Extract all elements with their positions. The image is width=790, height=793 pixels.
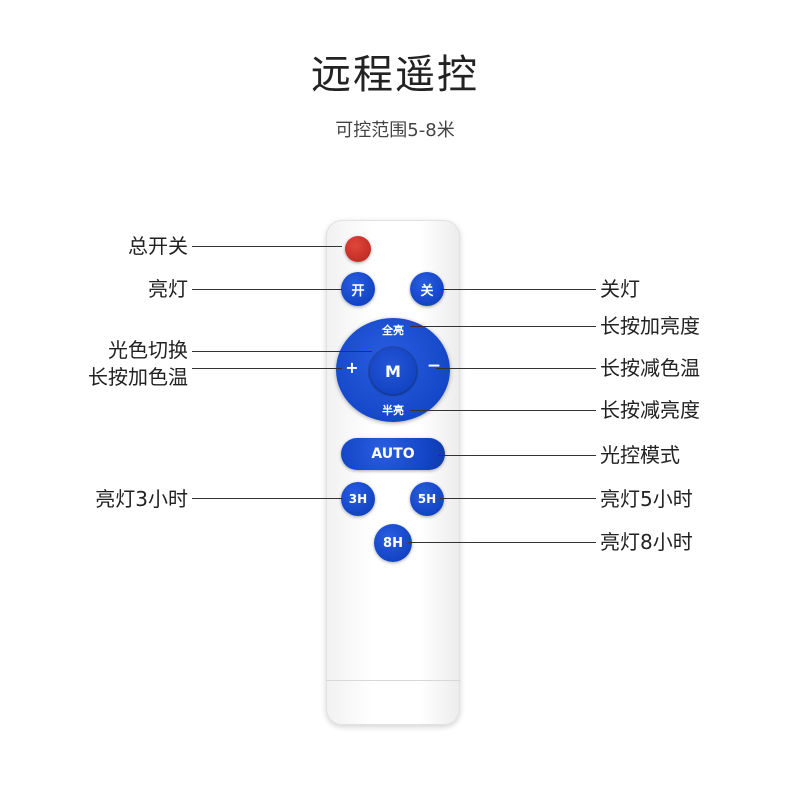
leader-line-warm-down	[436, 368, 596, 369]
leader-line-warm-up	[192, 368, 342, 369]
dial-minus-label[interactable]: −	[426, 356, 442, 376]
callout-warm-down: 长按减色温	[600, 356, 700, 380]
leader-line-bright-up	[410, 326, 596, 327]
remote-battery-cover	[326, 680, 460, 726]
callout-bright-down: 长按减亮度	[600, 398, 700, 422]
callout-8h: 亮灯8小时	[600, 530, 693, 554]
dial-half-bright-label[interactable]: 半亮	[382, 404, 404, 417]
leader-line-8h	[408, 542, 596, 543]
range-subtitle: 可控范围5-8米	[335, 120, 455, 141]
leader-line-color-switch	[192, 351, 372, 352]
callout-warm-up: 长按加色温	[88, 365, 188, 389]
mode-m-button[interactable]: M	[370, 348, 416, 394]
callout-3h: 亮灯3小时	[95, 487, 188, 511]
callout-light-control-mode: 光控模式	[600, 443, 680, 467]
leader-line-light-on	[192, 289, 342, 290]
leader-line-auto	[438, 455, 596, 456]
timer-3h-button[interactable]: 3H	[341, 482, 375, 516]
callout-bright-up: 长按加亮度	[600, 314, 700, 338]
remote-control-body	[326, 220, 460, 725]
dial-full-bright-label[interactable]: 全亮	[382, 324, 404, 337]
leader-line-3h	[192, 498, 342, 499]
callout-light-on: 亮灯	[148, 277, 188, 301]
leader-line-5h	[440, 498, 596, 499]
leader-line-bright-down	[410, 410, 596, 411]
callout-power: 总开关	[128, 234, 188, 258]
power-button[interactable]	[345, 236, 371, 262]
callout-light-off: 关灯	[600, 277, 640, 301]
callout-color-switch: 光色切换	[108, 338, 188, 362]
dial-plus-label[interactable]: +	[345, 358, 359, 377]
auto-button[interactable]: AUTO	[341, 438, 445, 470]
light-off-button[interactable]: 关	[410, 272, 444, 306]
light-on-button[interactable]: 开	[341, 272, 375, 306]
page-title: 远程遥控	[311, 52, 479, 98]
timer-8h-button[interactable]: 8H	[374, 524, 412, 562]
timer-5h-button[interactable]: 5H	[410, 482, 444, 516]
leader-line-light-off	[440, 289, 596, 290]
leader-line-power	[192, 246, 342, 247]
callout-5h: 亮灯5小时	[600, 487, 693, 511]
